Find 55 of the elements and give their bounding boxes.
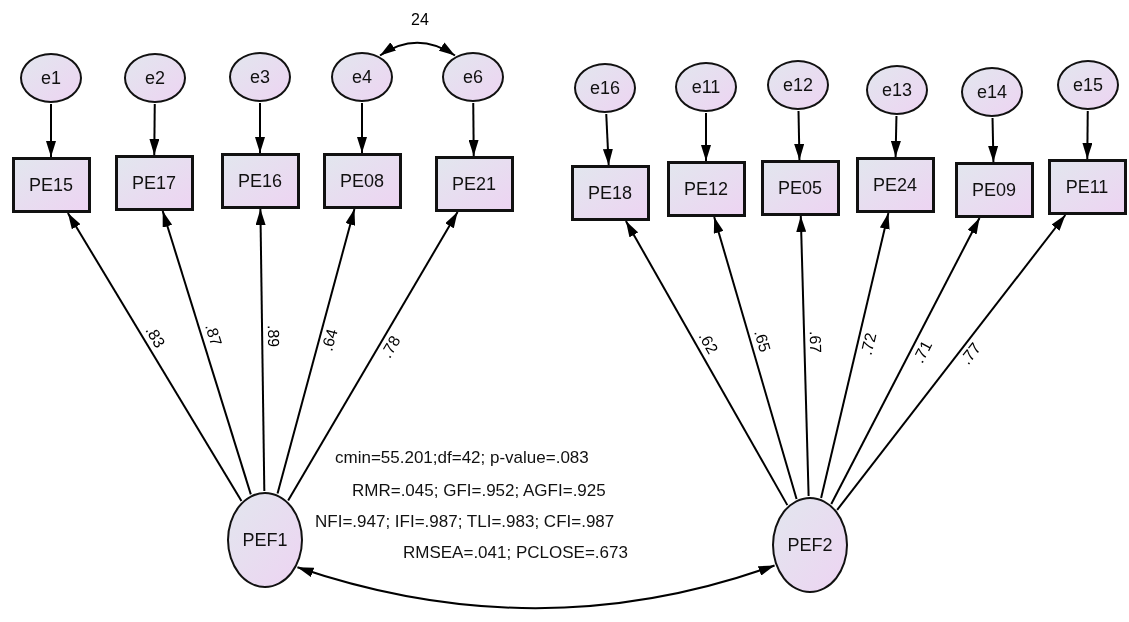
path-arrow [468,102,479,157]
observed-variable-box: PE09 [954,162,1034,218]
observed-variable-box: PE12 [666,161,746,217]
path-arrow [624,220,789,507]
error-ellipse: e16 [574,63,636,113]
path-arrow [287,211,459,502]
latent-variable-ellipse: PEF2 [772,497,848,593]
error-ellipse: e12 [767,60,829,110]
error-ellipse: e3 [229,52,291,102]
observed-variable-box: PE11 [1047,159,1127,215]
fit-statistics-text: RMR=.045; GFI=.952; AGFI=.925 [352,482,606,499]
path-arrow [276,208,356,495]
error-ellipse: e2 [124,53,186,103]
fit-statistics-text: RMSEA=.041; PCLOSE=.673 [403,544,628,561]
path-arrow [149,103,160,156]
edge-label: .67 [806,329,824,355]
path-arrow [796,215,810,498]
error-ellipse: e11 [675,62,737,112]
latent-variable-ellipse: PEF1 [227,492,303,588]
path-arrow [836,214,1067,511]
path-arrow [794,110,805,161]
covariance-arrow [296,564,776,610]
edge-label: .72 [858,330,880,358]
observed-variable-box: PE05 [760,160,840,216]
path-arrow [1082,110,1093,160]
path-arrow [357,102,367,154]
error-ellipse: e4 [331,52,393,102]
path-arrow [820,212,890,499]
edge-label: 24 [410,12,430,28]
path-arrow [602,113,613,166]
observed-variable-box: PE18 [570,165,650,221]
error-ellipse: e15 [1057,60,1119,110]
observed-variable-box: PE24 [855,157,935,213]
edge-label: .89 [265,323,282,348]
path-arrow [890,115,901,158]
observed-variable-box: PE16 [220,153,300,209]
path-arrow [255,208,266,492]
covariance-arrow [379,41,456,57]
observed-variable-box: PE08 [322,153,402,209]
error-ellipse: e6 [442,52,504,102]
path-arrow [713,216,798,500]
error-ellipse: e14 [961,67,1023,117]
fit-statistics-text: cmin=55.201;df=42; p-value=.083 [335,449,589,466]
error-ellipse: e1 [20,53,82,103]
path-arrow [46,103,56,158]
path-arrow [255,102,265,154]
observed-variable-box: PE21 [434,156,514,212]
path-arrow [66,212,243,502]
path-arrow [701,112,711,162]
error-ellipse: e13 [866,65,928,115]
path-arrow [830,217,981,505]
path-arrow [161,210,252,496]
observed-variable-box: PE17 [114,155,194,211]
observed-variable-box: PE15 [11,157,91,213]
path-arrow [988,117,999,163]
